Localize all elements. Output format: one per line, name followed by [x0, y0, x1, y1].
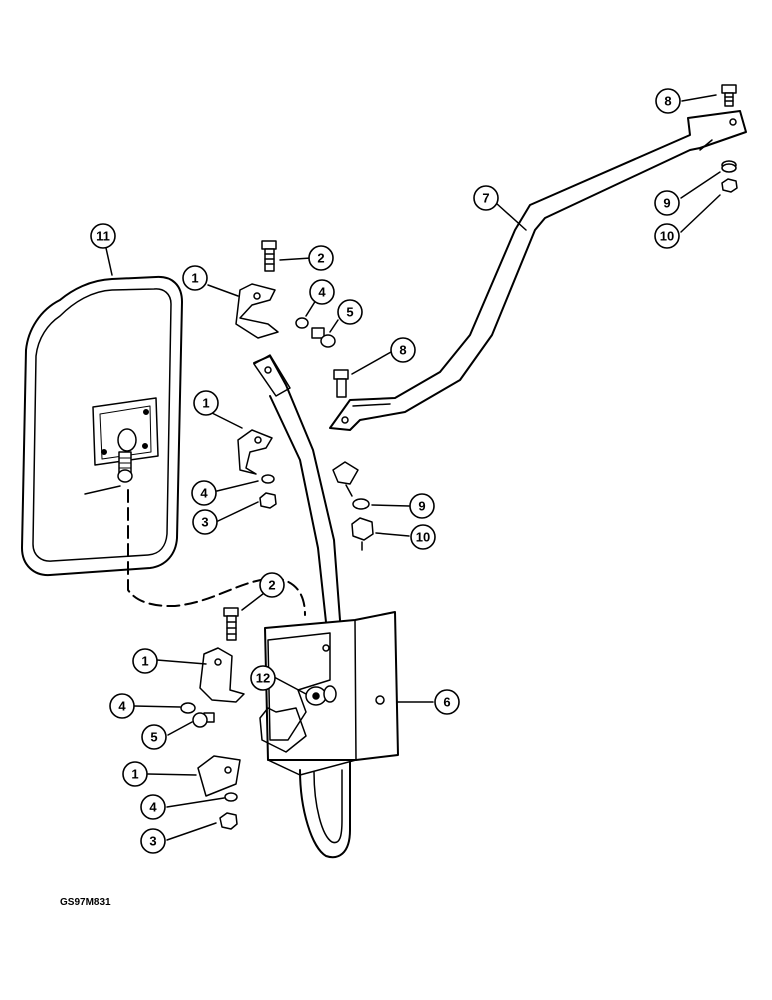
callout-label: 4: [318, 285, 326, 300]
callout-label: 2: [268, 578, 275, 593]
hardware: [180, 84, 738, 830]
callout-label: 11: [96, 229, 110, 244]
callout-label: 5: [346, 305, 353, 320]
callout-c1-a: 1: [182, 265, 208, 291]
callout-c2-top: 2: [308, 245, 334, 271]
callout-c1-b: 1: [193, 390, 219, 416]
callout-circle: [473, 185, 499, 211]
callout-circle: [309, 279, 335, 305]
callout-label: 4: [118, 699, 126, 714]
callout-c9-mid: 9: [409, 493, 435, 519]
callout-circle: [109, 693, 135, 719]
callout-circle: [192, 509, 218, 535]
callout-circle: [141, 724, 167, 750]
callout-circle: [250, 665, 276, 691]
callout-label: 10: [416, 530, 430, 545]
callout-label: 3: [149, 834, 156, 849]
callout-c10-top: 10: [654, 223, 680, 249]
callout-label: 7: [482, 191, 489, 206]
callout-label: 1: [131, 767, 138, 782]
callout-label: 1: [191, 271, 198, 286]
mirror-arm: [329, 110, 747, 431]
callout-label: 8: [399, 343, 406, 358]
callout-circle: [193, 390, 219, 416]
callout-c5-c: 5: [141, 724, 167, 750]
callout-label: 12: [256, 671, 270, 686]
callout-circle: [410, 524, 436, 550]
callout-label: 9: [418, 499, 425, 514]
callout-circle: [132, 648, 158, 674]
mounting-bracket: [259, 611, 399, 776]
callout-circle: [409, 493, 435, 519]
figure-code: GS97M831: [60, 897, 111, 908]
callout-c10-mid: 10: [410, 524, 436, 550]
callout-c1-c: 1: [132, 648, 158, 674]
callout-circle: [140, 794, 166, 820]
callout-circle: [90, 223, 116, 249]
callout-c2-low: 2: [259, 572, 285, 598]
callout-circle: [308, 245, 334, 271]
callout-label: 9: [663, 196, 670, 211]
callout-label: 6: [443, 695, 450, 710]
callout-circle: [434, 689, 460, 715]
callout-c4-d: 4: [140, 794, 166, 820]
callout-label: 4: [200, 486, 208, 501]
callout-circle: [122, 761, 148, 787]
callout-c11: 11: [90, 223, 116, 249]
callout-circle: [191, 480, 217, 506]
callout-c8-mid: 8: [390, 337, 416, 363]
callout-c8-top: 8: [655, 88, 681, 114]
callout-circle: [182, 265, 208, 291]
callout-c4-c: 4: [109, 693, 135, 719]
callout-circle: [259, 572, 285, 598]
callout-c12: 12: [250, 665, 276, 691]
callout-c7: 7: [473, 185, 499, 211]
callout-c5-a: 5: [337, 299, 363, 325]
leader-lines: [105, 94, 721, 841]
callout-c3-d: 3: [140, 828, 166, 854]
callout-circle: [390, 337, 416, 363]
callout-label: 8: [664, 94, 671, 109]
mirror-head: [21, 275, 183, 577]
callout-c9-top: 9: [654, 190, 680, 216]
callout-label: 5: [150, 730, 157, 745]
callout-circle: [140, 828, 166, 854]
callout-c4-a: 4: [309, 279, 335, 305]
callout-label: 4: [149, 800, 157, 815]
callout-label: 1: [202, 396, 209, 411]
callout-c3-b: 3: [192, 509, 218, 535]
callout-label: 1: [141, 654, 148, 669]
callout-circle: [655, 88, 681, 114]
callout-circle: [654, 223, 680, 249]
callout-c6: 6: [434, 689, 460, 715]
callout-c1-d: 1: [122, 761, 148, 787]
callout-label: 10: [660, 229, 674, 244]
assembly-dash-line: [127, 489, 306, 616]
callout-circle: [337, 299, 363, 325]
callout-c4-b: 4: [191, 480, 217, 506]
support-tube: [253, 354, 351, 859]
callout-circle: [654, 190, 680, 216]
callout-label: 2: [317, 251, 324, 266]
callout-label: 3: [201, 515, 208, 530]
